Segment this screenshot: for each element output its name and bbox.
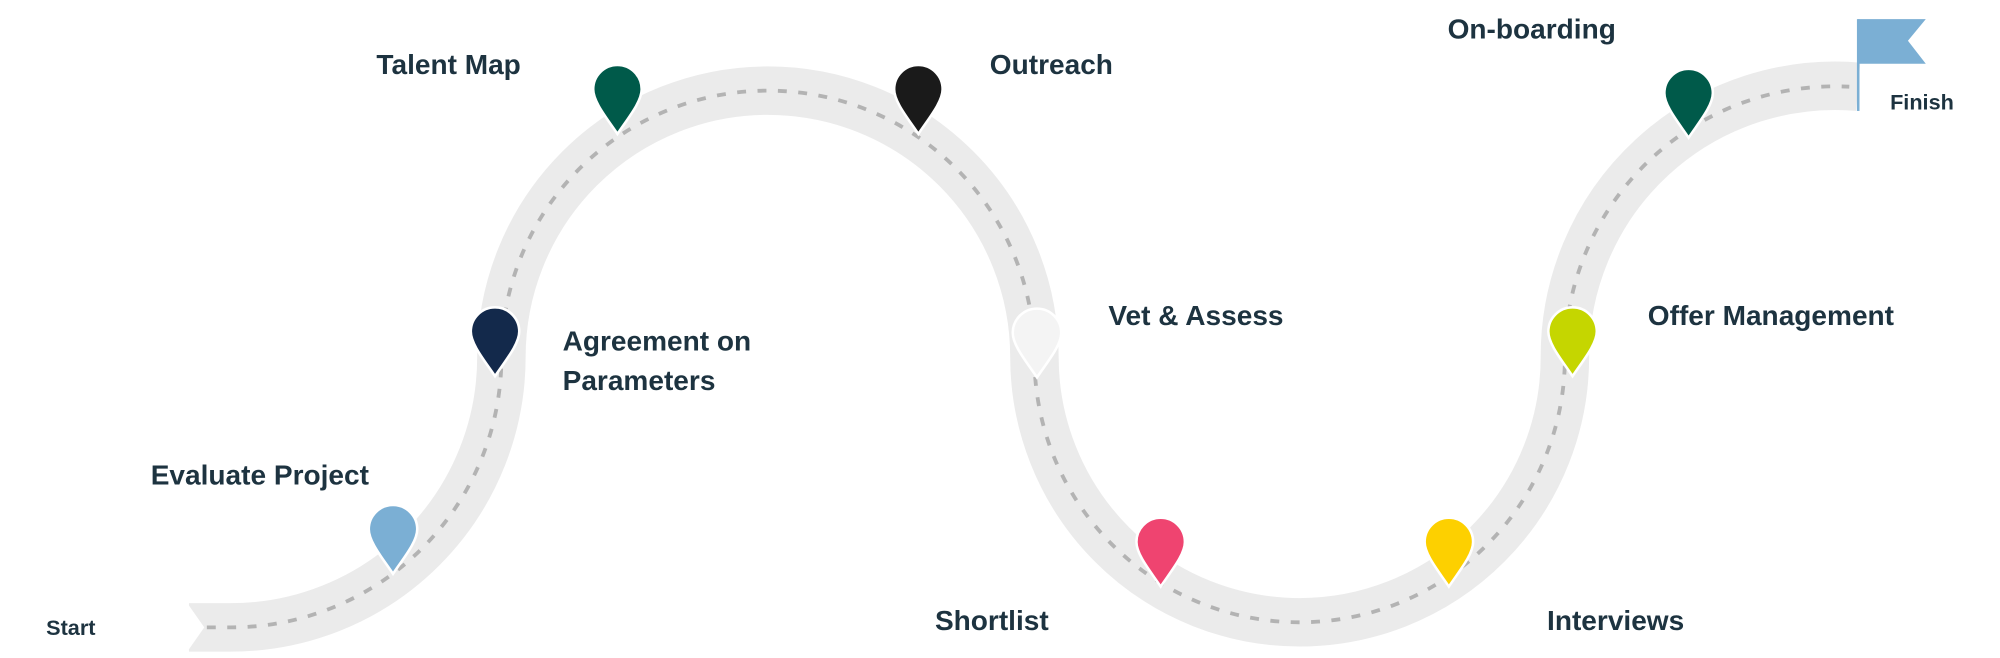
finish-flag-icon: [1856, 19, 1926, 111]
map-pin-icon: [1011, 307, 1063, 380]
road-start-notch: [178, 601, 205, 653]
map-pin-icon: [1663, 67, 1715, 141]
start-label: Start: [46, 615, 95, 640]
step-label-interviews: Interviews: [1547, 605, 1684, 636]
map-pin-icon: [1423, 516, 1475, 589]
step-label-talent-map: Talent Map: [376, 49, 520, 80]
map-pin-icon: [367, 503, 419, 577]
map-pin-icon: [591, 63, 643, 137]
step-label-onboarding: On-boarding: [1448, 13, 1616, 44]
step-label-offer-management: Offer Management: [1648, 300, 1894, 331]
step-label-agreement-line2: Parameters: [563, 365, 716, 396]
step-label-outreach: Outreach: [990, 49, 1113, 80]
map-pin-icon: [1547, 306, 1599, 379]
finish-label: Finish: [1890, 90, 1954, 115]
step-label-vet-assess: Vet & Assess: [1108, 300, 1283, 331]
map-pin-icon: [1135, 516, 1187, 589]
step-label-agreement: Agreement on: [563, 326, 752, 357]
step-label-shortlist: Shortlist: [935, 605, 1049, 636]
map-pin-icon: [892, 63, 944, 137]
step-label-evaluate-project: Evaluate Project: [151, 460, 369, 491]
map-pin-icon: [469, 306, 521, 379]
